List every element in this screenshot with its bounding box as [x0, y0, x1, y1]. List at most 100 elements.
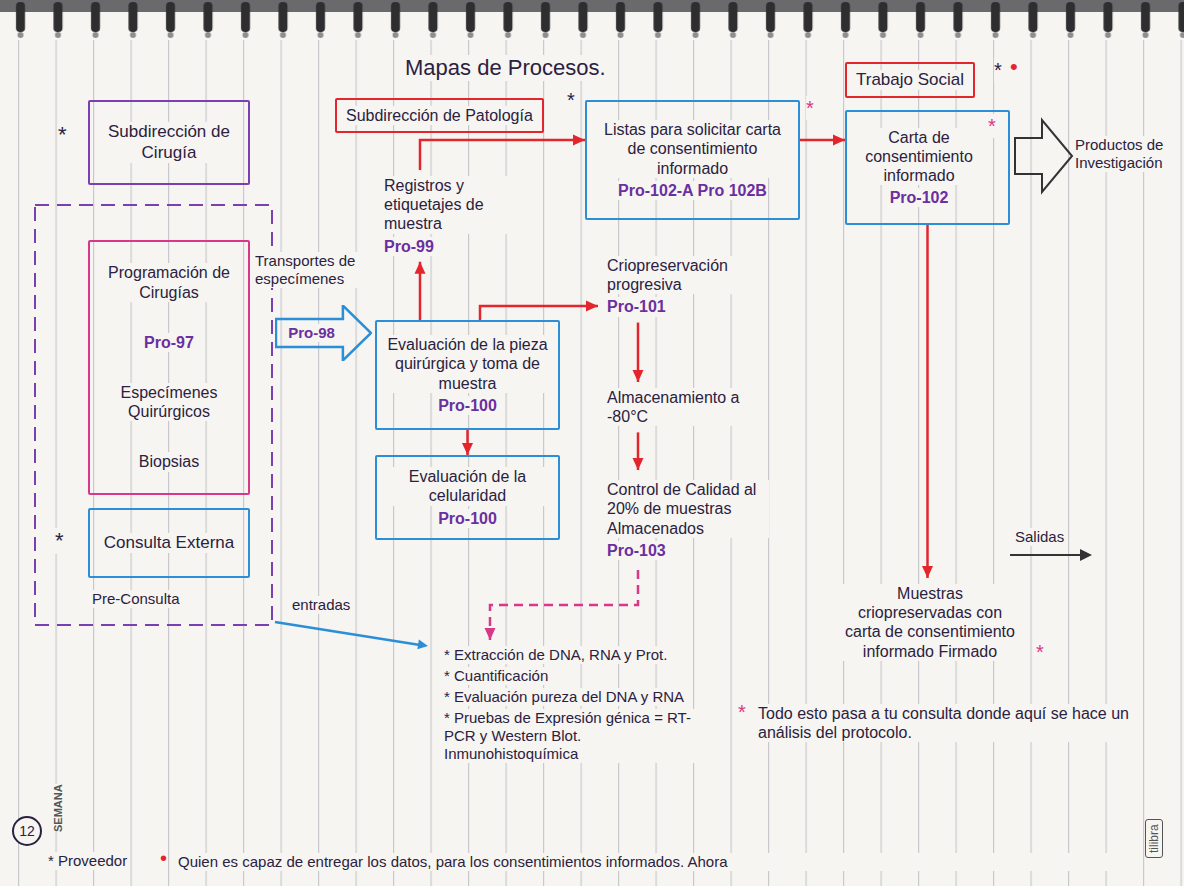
node-text: Pro-99 [384, 237, 434, 256]
process-box: Carta de consentimiento informadoPro-102 [845, 110, 1010, 225]
node-text: * Pruebas de Expresión génica = RT-PCR y… [444, 709, 716, 763]
page-number: 12 [12, 816, 42, 846]
process-box: Evaluación de la celularidadPro-100 [375, 455, 560, 540]
arrowhead [833, 135, 845, 146]
process-box: Listas para solicitar carta de consentim… [585, 100, 800, 220]
asterisk-mark: * [1036, 640, 1044, 664]
week-label: SEMANA [52, 784, 65, 832]
node-text: Control de Calidad al 20% de muestras Al… [607, 480, 769, 538]
arrowhead [415, 262, 426, 274]
arrowhead [573, 135, 585, 146]
node-text: Pro-98 [288, 324, 335, 342]
node-text: Evaluación de la pieza quirúrgica y toma… [386, 335, 549, 393]
note-label: Quien es capaz de entregar los datos, pa… [178, 853, 1128, 871]
section-header: Trabajo Social [845, 62, 975, 98]
node-text: Pro-103 [607, 541, 666, 560]
node-text: Consulta Externa [104, 533, 234, 553]
connector [462, 430, 473, 455]
node-text: Biopsias [139, 452, 199, 471]
node-text: Pro-102-A Pro 102B [618, 181, 767, 200]
asterisk-mark: * [738, 700, 746, 724]
node-text: Carta de consentimiento informado [856, 128, 982, 186]
node-text: Trabajo Social [856, 70, 964, 90]
asterisk-mark: * [988, 114, 996, 138]
node-text: Registros y etiquetajes de muestra [384, 176, 531, 234]
node-text: Pro-101 [607, 297, 666, 316]
hollow-arrow [1015, 120, 1072, 192]
connector-line [420, 140, 585, 170]
node-text: Pro-102 [890, 188, 949, 207]
arrowhead [922, 566, 933, 578]
process-step: Criopreservación progresivaPro-101 [598, 250, 763, 323]
arrowhead [633, 458, 644, 470]
spiral-binding [0, 0, 1184, 40]
arrowhead [633, 370, 644, 382]
node-text: * Cuantificación [444, 667, 548, 685]
process-step: Control de Calidad al 20% de muestras Al… [598, 470, 778, 570]
process-step: Registros y etiquetajes de muestraPro-99 [375, 170, 540, 262]
block-arrow-shape [276, 306, 371, 361]
connector [415, 262, 426, 320]
dot-mark: • [1010, 54, 1018, 80]
task-list: * Extracción de DNA, RNA y Prot. * Cuanti… [435, 640, 725, 769]
output-arrowhead [1080, 549, 1092, 561]
output-arrow-line [1010, 554, 1084, 556]
section-header: Subdirección de Patología [335, 98, 544, 133]
node-text: Listas para solicitar carta de consentim… [596, 120, 789, 178]
node-text: Subdirección de Patología [346, 106, 533, 125]
arrowhead [586, 301, 598, 312]
flow-label: entradas [292, 596, 350, 614]
node-text: Pro-100 [438, 396, 497, 415]
arrow-label: Transportes de especímenes [255, 252, 367, 288]
node-text: Pro-97 [144, 333, 194, 352]
connector [633, 432, 644, 470]
region-label: Pre-Consulta [92, 590, 180, 608]
node-text: Especímenes Quirúrgicos [99, 383, 239, 421]
diagram-title: Mapas de Procesos. [405, 55, 606, 81]
node-text: Almacenamiento a -80°C [607, 388, 749, 426]
node-text: Pro-100 [438, 509, 497, 528]
connector [485, 570, 639, 640]
connector-line [480, 306, 598, 320]
connector-line [926, 225, 929, 578]
asterisk-mark: * [55, 528, 64, 554]
process-box: Consulta Externa [88, 508, 250, 578]
asterisk-mark: * [58, 122, 67, 148]
result-note: Muestras criopreservadas con carta de co… [830, 578, 1030, 667]
dashed-region [35, 205, 272, 625]
node-text: * Evaluación pureza del DNA y RNA [444, 688, 684, 706]
arrowhead [485, 628, 496, 640]
connector [420, 135, 585, 171]
node-text: Muestras criopreservadas con carta de co… [839, 584, 1021, 661]
note-label: * Proveedor [48, 852, 127, 870]
process-box: Evaluación de la pieza quirúrgica y toma… [375, 320, 560, 430]
node-text: * Extracción de DNA, RNA y Prot. [444, 646, 667, 664]
connector-line [490, 570, 638, 640]
connector [800, 135, 845, 146]
block-arrow: Pro-98 [275, 305, 372, 361]
asterisk-mark: * [567, 88, 575, 112]
note-label: Todo esto pasa a tu consulta donde aquí … [758, 704, 1138, 742]
node-text: Criopreservación progresiva [607, 256, 754, 294]
dot-mark: • [160, 846, 167, 870]
node-text: Programación de Cirugías [99, 263, 239, 301]
connector [633, 323, 644, 382]
process-step: Almacenamiento a -80°C [598, 382, 758, 432]
node-text: Evaluación de la celularidad [386, 467, 549, 505]
input-arrowhead [417, 640, 428, 650]
process-box: Programación de CirugíasPro-97Especímene… [88, 240, 250, 495]
input-arrow-line [275, 622, 420, 645]
asterisk-mark: * [994, 58, 1002, 82]
ruling [0, 40, 1184, 886]
output-label: Productos de Investigación [1075, 136, 1180, 172]
connector [480, 301, 598, 321]
asterisk-mark: * [806, 96, 814, 120]
flow-label: Salidas [1015, 528, 1064, 546]
connector [922, 225, 933, 578]
brand-label: tilibra [1145, 819, 1163, 858]
node-text: Subdirección de Cirugía [99, 122, 239, 163]
arrowhead [462, 443, 473, 455]
department-box: Subdirección de Cirugía [88, 100, 250, 185]
